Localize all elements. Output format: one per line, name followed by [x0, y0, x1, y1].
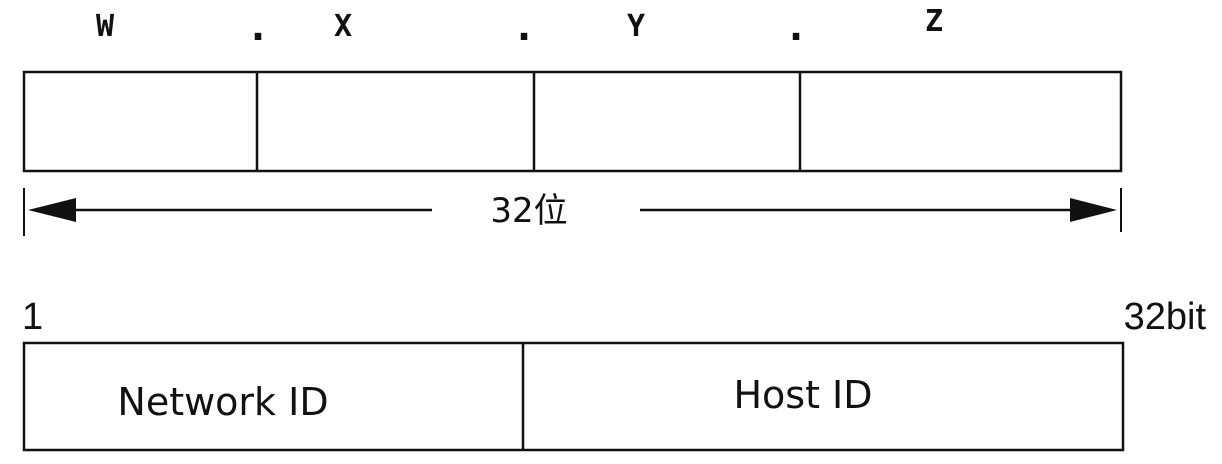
- address-field-row: Network ID Host ID: [22, 341, 1125, 452]
- octet-label-y: Y: [627, 9, 645, 44]
- dot-separator-1: .: [246, 4, 270, 50]
- octet-box-outline: [22, 70, 1123, 173]
- bit-start-label: 1: [22, 296, 43, 338]
- network-id-label: Network ID: [117, 380, 328, 424]
- arrow-head-right-icon: [1070, 198, 1117, 222]
- span-arrow: 32位: [23, 188, 1122, 236]
- octet-box-row: [22, 70, 1123, 173]
- octet-label-w: W: [96, 9, 115, 44]
- dot-separator-2: .: [512, 4, 536, 50]
- bit-end-label: 32bit: [1124, 296, 1207, 338]
- octet-label-z: Z: [925, 4, 943, 39]
- octet-label-x: X: [334, 9, 352, 44]
- dot-separator-3: .: [784, 4, 808, 50]
- host-id-label: Host ID: [733, 373, 872, 417]
- arrow-head-left-icon: [28, 198, 76, 222]
- span-label: 32位: [490, 191, 567, 231]
- address-field-outline: [22, 341, 1125, 452]
